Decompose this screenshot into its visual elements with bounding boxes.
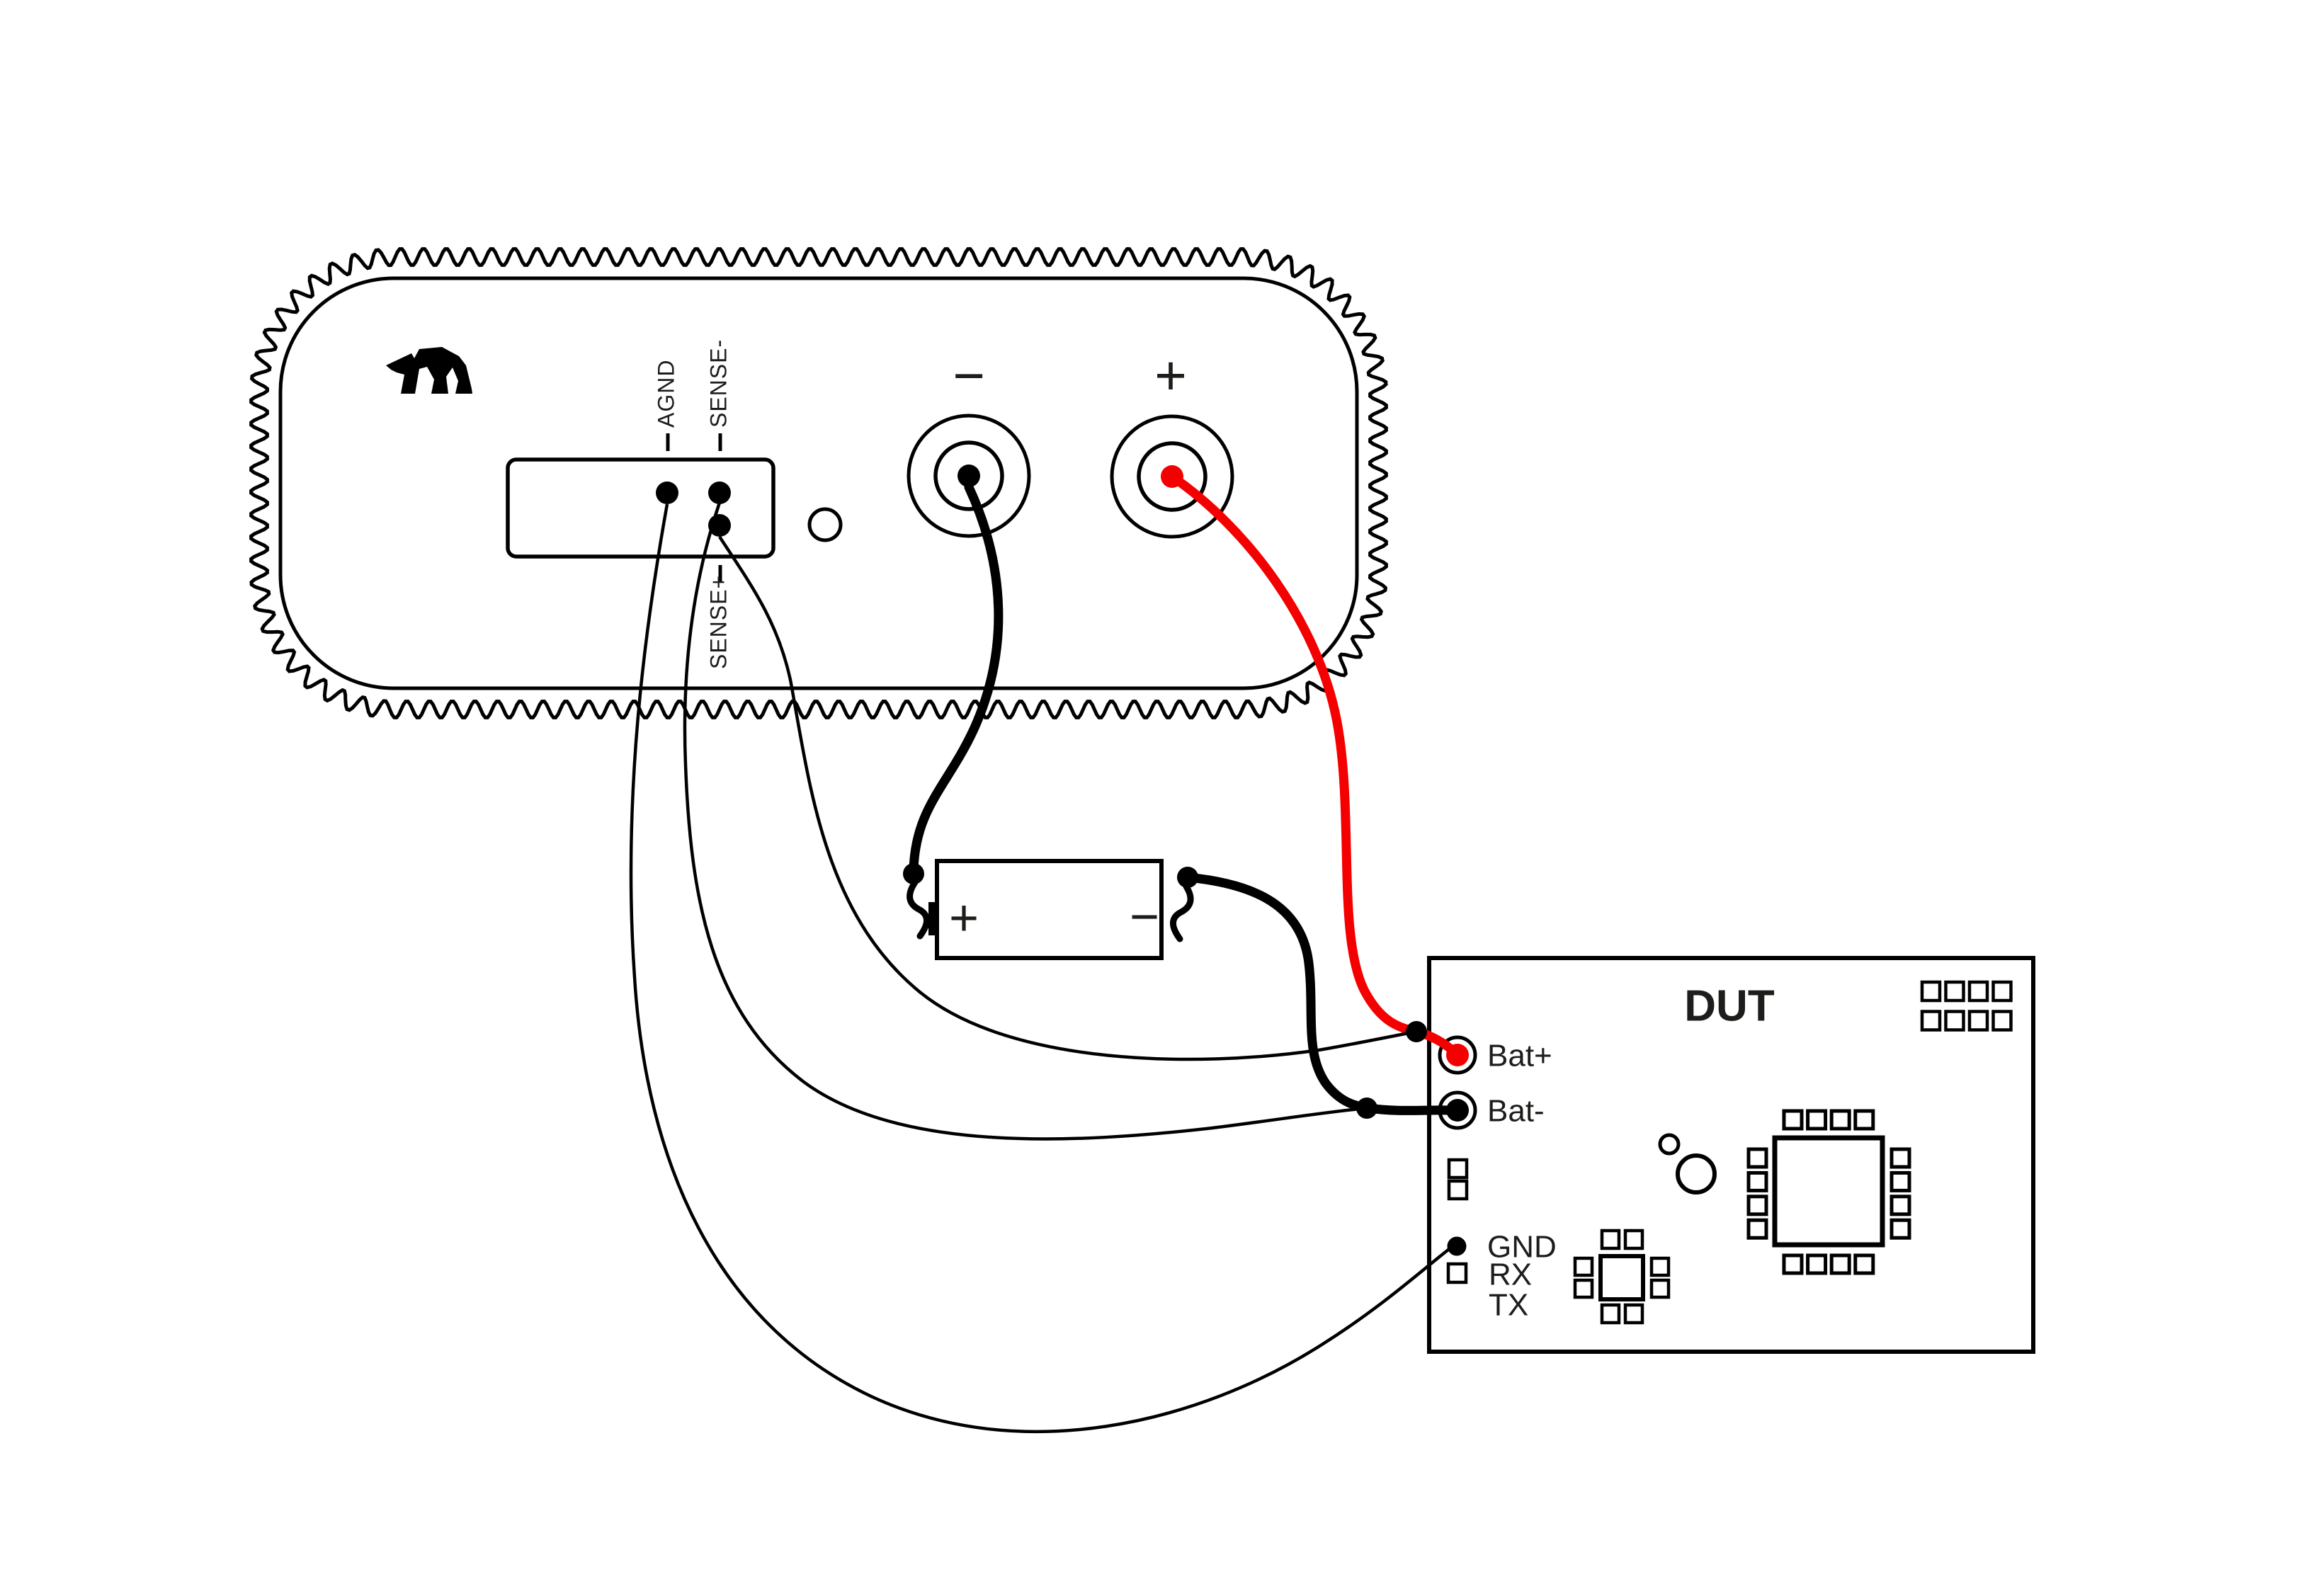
pad-square [1991, 1010, 2013, 1032]
sense-minus-junction-dot [1356, 1098, 1377, 1119]
pad-square [1746, 1170, 1768, 1192]
gnd-pad-dot [1447, 1236, 1467, 1256]
sense-minus-label: SENSE- [705, 339, 731, 428]
via-small [1658, 1133, 1681, 1156]
pad-square [1573, 1256, 1594, 1277]
pad-square [1806, 1109, 1828, 1131]
agnd-pin-dot [656, 481, 678, 504]
pad-square [1623, 1303, 1644, 1325]
battery-clip-right [1170, 883, 1194, 942]
gnd-label: GND [1487, 1230, 1557, 1265]
expansion-connector [506, 457, 775, 559]
pad-square [1573, 1278, 1594, 1299]
pad-square [1991, 980, 2013, 1003]
bear-logo-icon [386, 347, 472, 394]
pad-square [1649, 1278, 1671, 1299]
wire-minus-to-battery [909, 482, 1004, 874]
pad-square [1829, 1253, 1851, 1275]
dut-board-outline [1427, 956, 2035, 1354]
connection-dots [656, 464, 1469, 1256]
wire-agnd-to-gnd [629, 503, 1453, 1434]
battery: + − [928, 859, 1164, 960]
large-ic-pads [1746, 1109, 1911, 1275]
battery-plus-clip-dot [903, 863, 924, 884]
small-ic-pads [1573, 1229, 1671, 1325]
pad-square [1967, 980, 1989, 1003]
battery-minus-label: − [1130, 889, 1159, 945]
wires [629, 472, 1462, 1434]
bat-minus-pad-dot [1446, 1099, 1469, 1122]
pad-square [1746, 1147, 1768, 1169]
battery-plus-label: + [949, 890, 979, 947]
wire-sense-plus [718, 535, 1417, 1061]
dut-title: DUT [1684, 982, 1775, 1031]
pad-square [1853, 1253, 1875, 1275]
pad-square [1623, 1229, 1644, 1250]
terminal-plus-inner-ring [1137, 441, 1207, 512]
pad-square [1889, 1147, 1911, 1169]
pad-square [1944, 980, 1965, 1003]
pad-square [1447, 1179, 1469, 1201]
wire-sense-minus [683, 502, 1368, 1141]
terminal-minus: − [907, 344, 1031, 538]
misc-pads [1446, 1158, 1469, 1284]
pin-header-pads [1920, 980, 2013, 1032]
terminal-plus-dot [1161, 465, 1183, 488]
sense-minus-pin-dot [708, 481, 731, 504]
bat-plus-label: Bat+ [1487, 1039, 1552, 1073]
pad-square [1889, 1170, 1911, 1192]
pad-square [1600, 1229, 1621, 1250]
wire-battery-to-bat-minus [1183, 872, 1458, 1115]
pad-square [1944, 1010, 1965, 1032]
pad-square [1446, 1262, 1468, 1284]
terminal-plus-label: + [1154, 344, 1187, 406]
bat-minus-label: Bat- [1487, 1094, 1545, 1129]
via-large [1676, 1153, 1717, 1195]
sense-plus-junction-dot [1406, 1021, 1427, 1042]
battery-positive-nub [928, 902, 938, 935]
pad-square [1447, 1158, 1469, 1180]
pad-square [1853, 1109, 1875, 1131]
large-ic-body [1772, 1135, 1885, 1248]
pad-square [1889, 1218, 1911, 1240]
dut-board: DUT Bat+ Bat- GND RX TX [1427, 956, 2035, 1354]
terminal-plus: + [1110, 344, 1234, 539]
device-hole [807, 507, 843, 542]
bat-plus-pad-dot [1446, 1044, 1469, 1066]
pad-square [1782, 1253, 1804, 1275]
terminal-minus-dot [957, 464, 980, 487]
sense-plus-label: SENSE+ [705, 575, 731, 669]
terminal-plus-outer-ring [1110, 414, 1234, 539]
pad-square [1920, 1010, 1942, 1032]
terminal-minus-label: − [953, 344, 985, 406]
bat-plus-pad-ring [1438, 1035, 1477, 1075]
wire-plus-to-bat-plus [1167, 472, 1462, 1060]
small-ic-body [1598, 1254, 1645, 1301]
pad-square [1806, 1253, 1828, 1275]
pad-square [1746, 1218, 1768, 1240]
tx-label: TX [1489, 1288, 1528, 1323]
pad-square [1889, 1195, 1911, 1216]
rx-label: RX [1489, 1258, 1532, 1292]
pad-square [1746, 1195, 1768, 1216]
pad-square [1920, 980, 1942, 1003]
agnd-label: AGND [653, 360, 678, 428]
sense-plus-pin-dot [708, 514, 731, 537]
device-body [278, 276, 1359, 690]
pad-square [1782, 1109, 1804, 1131]
pad-square [1967, 1010, 1989, 1032]
pad-square [1829, 1109, 1851, 1131]
pad-square [1600, 1303, 1621, 1325]
terminal-minus-outer-ring [907, 414, 1031, 538]
pad-square [1649, 1256, 1671, 1277]
power-analyzer-device: AGND SENSE- SENSE+ − + [249, 247, 1388, 719]
terminal-minus-inner-ring [933, 440, 1004, 511]
battery-clip-left [907, 879, 930, 940]
device-wavy-outline [249, 247, 1388, 719]
battery-minus-clip-dot [1177, 867, 1198, 888]
